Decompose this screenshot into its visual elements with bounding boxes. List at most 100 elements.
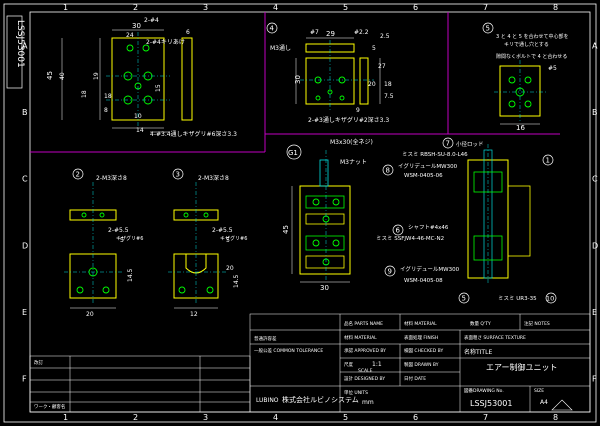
- v5-dim-d5: #5: [548, 65, 557, 72]
- v4-dim-5: 5: [372, 45, 376, 52]
- zone-col-bottom-2: 2: [133, 413, 138, 422]
- tb-drawing-label: 図番DRAWING No.: [464, 387, 504, 394]
- zone-col-top-7: 7: [483, 3, 488, 12]
- tb-designed-label: 設計 DESIGNED BY: [344, 375, 385, 382]
- v1-note-3: 4-#3.4通しキザグリ#6深さ3.3: [150, 130, 237, 138]
- tb-date-label: 日付 DATE: [404, 375, 426, 382]
- asm-balloon-6: 6: [396, 227, 401, 235]
- asm-dim-30: 30: [320, 284, 329, 292]
- asm-note-nut: M3ナット: [340, 159, 367, 166]
- v1-dim-15: 15: [155, 84, 162, 92]
- v5-note-3: 隙間なくボルトで 4 と合わせる: [496, 53, 567, 60]
- zone-col-top-5: 5: [343, 3, 348, 12]
- asm-note-igus2: イグリデュールMW300: [400, 265, 460, 273]
- tb-parts-material: 材料 MATERIAL: [404, 320, 437, 327]
- zone-col-bottom-6: 6: [413, 413, 418, 422]
- v4-dim-30: 30: [294, 75, 302, 84]
- v1-dim-45: 45: [46, 71, 54, 80]
- projection-symbol-icon: [551, 399, 573, 411]
- v2-balloon-label: 2: [76, 171, 80, 179]
- zone-col-bottom-1: 1: [63, 413, 68, 422]
- tb-sheet-value: A4: [540, 399, 548, 406]
- outer-border: [3, 3, 597, 423]
- tb-units-label: 単位 UNITS: [344, 389, 368, 396]
- zone-row-left-A: A: [22, 41, 28, 50]
- asm-note-wsm1: WSM-0405-06: [404, 173, 443, 179]
- tb-scale-value: 1:1: [372, 361, 382, 368]
- v2-balloon: [72, 168, 84, 180]
- asm-note-shaft: シャフト#4x46: [408, 224, 449, 231]
- tb-title-value: エアー制御ユニット: [486, 362, 558, 372]
- v1-note-2: 2-#4キリあけ: [146, 39, 185, 46]
- v3-balloon-label: 3: [176, 171, 180, 179]
- zone-row-right-A: A: [592, 41, 598, 50]
- v1-note-1: 2-#4: [144, 17, 159, 24]
- v3-note-1: 2-M3深さ8: [198, 174, 229, 182]
- v2-note-2: 2-#5.5: [108, 227, 129, 234]
- zone-col-top-3: 3: [203, 3, 208, 12]
- v1-dim-10: 10: [134, 113, 142, 120]
- tb-notes-label: 注記 NOTES: [524, 320, 550, 327]
- side-code-box: LSSJ53001: [6, 15, 25, 89]
- zone-row-left-F: F: [22, 375, 27, 384]
- v2-dim-20: 20: [86, 311, 94, 318]
- tb-scale-label: 尺度: [344, 361, 353, 368]
- v3-dim-12: 12: [190, 311, 198, 318]
- view-1-plate: 30 24 14 45 40 18 19 18 8 6 15 10 2-#4 2…: [46, 17, 237, 138]
- v3-note-3: キザグリ#6: [220, 235, 247, 242]
- asm-dim-45: 45: [282, 225, 290, 234]
- asm-note-m3x30: M3x30(全ネジ): [330, 138, 373, 146]
- zone-row-right-E: E: [592, 308, 597, 317]
- v4-dim-25: 2.5: [380, 33, 390, 40]
- view-5-plate: 5 16 #5 3 と 4 と 5 を合わせて中心部を キリで通し穴とする 隙間…: [482, 22, 569, 132]
- asm-note-ssfj: ミスミ SSFJW4-46-MC-N2: [376, 235, 444, 242]
- asm-balloon-g1: [286, 144, 302, 160]
- v5-dim-16: 16: [516, 124, 525, 132]
- v3-dim-20: 20: [226, 265, 234, 272]
- zone-col-top-8: 8: [553, 3, 558, 12]
- view-3-plate: 3 5 20 12 14.5 2-M3深さ8 2-#5.5 キザグリ#6: [168, 168, 247, 318]
- tb-parts-qty: 数量 Q'TY: [470, 320, 491, 327]
- zone-col-bottom-4: 4: [273, 413, 278, 422]
- asm-balloon-g1-label: G1: [288, 149, 298, 157]
- zone-col-top-4: 4: [273, 3, 278, 12]
- tb-tolerance-header: 一般公差 COMMON TOLERANCE: [254, 347, 323, 354]
- v4-dim-75: 7.5: [384, 93, 394, 100]
- v4-dim-d7: #7: [310, 29, 319, 36]
- tb-logo: LUBINO: [256, 397, 279, 404]
- zone-col-top-1: 1: [63, 3, 68, 12]
- asm-balloon-9: 9: [388, 268, 392, 276]
- v3-dim-145: 14.5: [233, 274, 240, 288]
- v5-note-2: キリで通し穴とする: [504, 41, 549, 48]
- view-4-plate: 4 29 #7 #2.2 2.5 5 30 27 20 18 7.5 9: [266, 22, 394, 124]
- v4-dim-d22: #2.2: [354, 29, 369, 36]
- v1-dim-18: 18: [81, 90, 88, 98]
- asm-note-rbsh: ミスミ RBSH-SU-8.0-L46: [402, 151, 468, 158]
- tb-sheet-label: SIZE: [534, 388, 544, 394]
- v2-dim-145: 14.5: [127, 268, 134, 282]
- v1-dim-6: 6: [186, 29, 190, 36]
- assembly-view: G1 45 30 M3x30(全ネジ) M3ナット: [282, 137, 557, 304]
- asm-balloon-5: 5: [462, 295, 466, 303]
- v2-dim-5: 5: [120, 237, 124, 244]
- tb-units-value: mm: [362, 399, 374, 406]
- asm-balloon-1: 1: [546, 157, 550, 165]
- tb-parts-name: 品名 PARTS NAME: [344, 320, 383, 327]
- v4-note-1: M3通し: [270, 44, 291, 52]
- v1-dim-40: 40: [59, 72, 66, 80]
- tb-customer-label: ワーク・顧客名: [34, 403, 65, 410]
- asm-note-igus1: イグリデュールMW300: [398, 162, 458, 170]
- asm-balloon-10: 10: [546, 295, 554, 303]
- view-2-plate: 2 5 20 14.5 2-M3深さ8 2-#5.5 キザグリ#6: [64, 168, 143, 318]
- zone-row-right-D: D: [592, 241, 598, 250]
- v1-dim-19: 19: [93, 72, 100, 80]
- v1-dim-24: 24: [126, 32, 134, 39]
- v4-dim-18: 18: [384, 81, 392, 88]
- zone-row-right-B: B: [592, 108, 598, 117]
- tb-checked-label: 検図 CHECKED BY: [404, 347, 443, 354]
- tb-drawn-label: 製図 DRAWN BY: [404, 361, 439, 368]
- v1-dim-14: 14: [136, 127, 144, 134]
- v2-note-1: 2-M3深さ8: [96, 174, 127, 182]
